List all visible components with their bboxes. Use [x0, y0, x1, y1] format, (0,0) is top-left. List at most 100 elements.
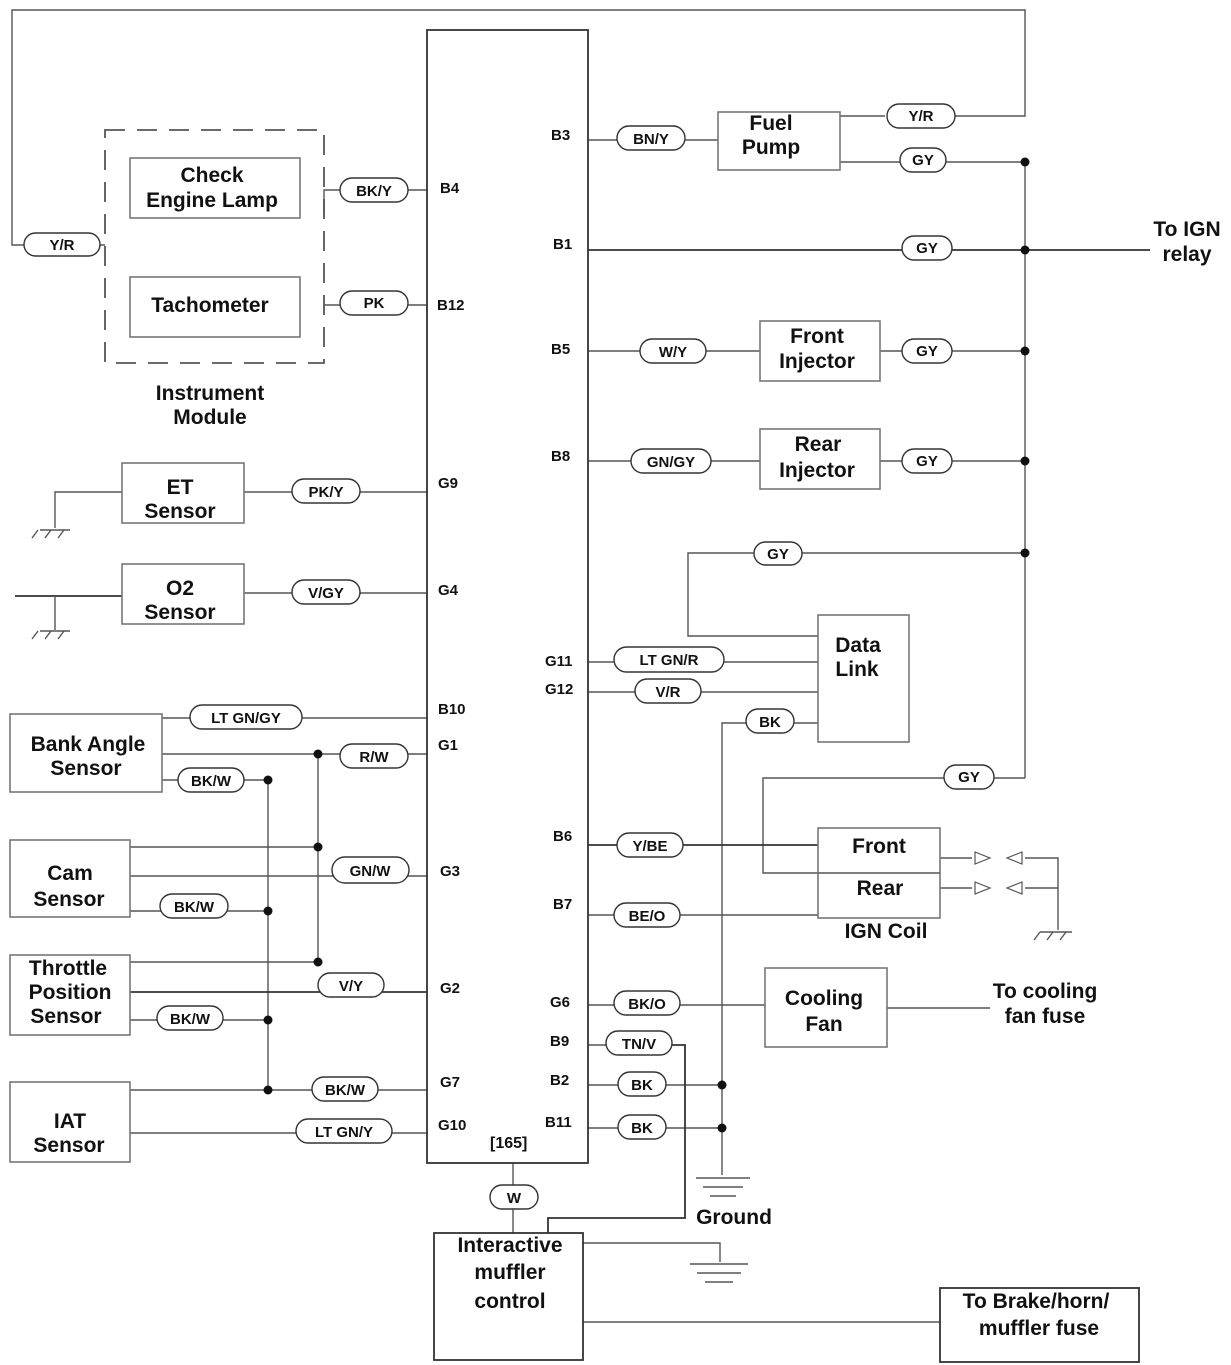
to-ign-relay-label-1: To IGN: [1153, 218, 1220, 241]
ecm-ref: [165]: [490, 1135, 527, 1152]
junction-dot: [1020, 157, 1030, 167]
wire-tag: Y/BE: [632, 838, 667, 855]
iat-sensor-label-2: Sensor: [33, 1134, 104, 1157]
wire-tag: V/GY: [308, 585, 344, 602]
spark-gap-icon: [1005, 881, 1023, 895]
wire-tag: GY: [912, 152, 934, 169]
wire-tag: BK: [631, 1077, 653, 1094]
o2-sensor-label-2: Sensor: [144, 601, 215, 624]
junction-dot: [263, 775, 273, 785]
tachometer-label: Tachometer: [151, 294, 268, 317]
wire-tag: BK/O: [628, 996, 666, 1013]
to-cooling-fan-fuse-label-1: To cooling: [993, 980, 1098, 1003]
ground-icon: [690, 1263, 748, 1283]
iat-sensor-label-1: IAT: [54, 1110, 86, 1133]
pin-g2: G2: [440, 980, 460, 997]
pin-g6: G6: [550, 994, 570, 1011]
front-injector: [759, 320, 881, 382]
pin-b9: B9: [550, 1033, 569, 1050]
data-link: [817, 614, 910, 743]
wire-tag: V/R: [655, 684, 680, 701]
wire-tag: LT GN/GY: [211, 710, 281, 727]
cooling-fan-label-2: Fan: [805, 1013, 842, 1036]
ign-coil-front-label: Front: [852, 835, 906, 858]
spark-gap-icon: [1005, 851, 1023, 865]
pin-g4: G4: [438, 582, 459, 599]
front-injector-label-2: Injector: [779, 350, 855, 373]
wire-b9: [547, 1044, 686, 1233]
ecm-module: [426, 29, 589, 1164]
wire-tag: PK: [364, 295, 385, 312]
fuel-pump-label-1: Fuel: [749, 112, 792, 135]
instrument-module-outline: [104, 129, 325, 364]
wire-gy-coil: [762, 777, 1025, 874]
cooling-fan-label-1: Cooling: [785, 987, 863, 1010]
cam-sensor: [9, 839, 131, 918]
wire-tag: BK/Y: [356, 183, 392, 200]
wire-tag: BK: [759, 714, 781, 731]
imc-label-2: muffler: [474, 1261, 545, 1284]
instrument-module-label-1: Instrument: [156, 382, 265, 405]
pin-g9: G9: [438, 475, 458, 492]
et-sensor: [121, 462, 245, 524]
instrument-module-label-2: Module: [173, 406, 247, 429]
wire-tag: Y/R: [908, 108, 933, 125]
pin-g10: G10: [438, 1117, 466, 1134]
junction-dot: [1020, 245, 1030, 255]
wire-yr-loop: [11, 9, 1026, 246]
rear-injector: [759, 428, 881, 490]
wire-plug-ground-1: [1025, 857, 1059, 930]
tps-label-3: Sensor: [30, 1005, 101, 1028]
junction-dot: [263, 906, 273, 916]
throttle-position-sensor: [9, 954, 131, 1036]
pin-g7: G7: [440, 1074, 460, 1091]
pin-b2: B2: [550, 1072, 569, 1089]
rear-injector-label-2: Injector: [779, 459, 855, 482]
tps-label-2: Position: [29, 981, 112, 1004]
wire-tag: GY: [767, 546, 789, 563]
wire-tag: BK: [631, 1120, 653, 1137]
junction-dot: [313, 957, 323, 967]
front-injector-label-1: Front: [790, 325, 844, 348]
wire-tag: BK/W: [170, 1011, 211, 1028]
junction-dot: [1020, 456, 1030, 466]
bank-angle-sensor-label-2: Sensor: [50, 757, 121, 780]
fuel-pump-label-2: Pump: [742, 136, 800, 159]
bank-angle-sensor-label-1: Bank Angle: [31, 733, 146, 756]
wire-et-ground: [54, 491, 122, 528]
junction-dot: [1020, 548, 1030, 558]
wire-tag: BN/Y: [633, 131, 669, 148]
pin-b7: B7: [553, 896, 572, 913]
to-cooling-fan-fuse-label-2: fan fuse: [1005, 1005, 1086, 1028]
ground-icon: [696, 1177, 750, 1197]
rear-injector-label-1: Rear: [795, 433, 842, 456]
iat-sensor: [9, 1081, 131, 1163]
junction-dot: [263, 1085, 273, 1095]
ground-icon: [31, 630, 70, 640]
ground-icon: [1033, 931, 1072, 941]
junction-dot: [263, 1015, 273, 1025]
wire-tag: BE/O: [629, 908, 666, 925]
tachometer: [129, 276, 301, 338]
fuel-pump: [717, 111, 841, 171]
wire-imc-ground: [583, 1242, 721, 1262]
interactive-muffler-control: [433, 1232, 584, 1361]
ecm-left-pins: B4 B12 G9 G4 B10 G1 G3 G2 G7 G10: [437, 180, 466, 1134]
pin-b8: B8: [551, 448, 570, 465]
wire-tag: R/W: [359, 749, 389, 766]
junction-dot: [717, 1080, 727, 1090]
o2-sensor-label-1: O2: [166, 577, 194, 600]
pin-b10: B10: [438, 701, 466, 718]
wire-tag: LT GN/R: [640, 652, 699, 669]
ecm-right-pins: B3 B1 B5 B8 G11 G12 B6 B7 G6 B9 B2 B11: [545, 127, 573, 1131]
wire-color-tags: Y/R BK/Y PK PK/Y V/GY LT GN/GY R/W BK/W …: [23, 103, 995, 1210]
data-link-label-2: Link: [835, 658, 878, 681]
pin-b1: B1: [553, 236, 572, 253]
wire-tag: LT GN/Y: [315, 1124, 373, 1141]
pin-b6: B6: [553, 828, 572, 845]
wire-tag: GY: [958, 769, 980, 786]
spark-gap-icon: [974, 851, 992, 865]
wire-tag: V/Y: [339, 978, 363, 995]
junction-dots: [263, 157, 1030, 1133]
